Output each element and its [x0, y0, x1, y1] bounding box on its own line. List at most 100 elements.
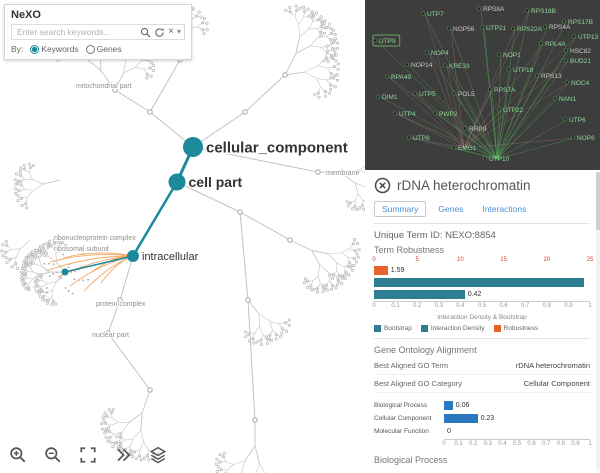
layers-button[interactable]	[146, 443, 170, 467]
gene-node-label[interactable]: UTP18	[513, 67, 534, 74]
clear-icon[interactable]: ×	[168, 26, 174, 37]
axis-tick: 1	[588, 441, 592, 447]
gene-node-label[interactable]: BUD21	[570, 58, 591, 65]
refresh-icon[interactable]	[154, 27, 165, 38]
fit-to-screen-icon	[80, 447, 96, 463]
gene-node-label[interactable]: RPS7A	[494, 87, 516, 94]
zoom-out-button[interactable]	[41, 443, 65, 467]
go-category-axis-label: Biological Process	[374, 402, 428, 409]
go-category-row: Best Aligned GO Category Cellular Compon…	[374, 375, 590, 393]
tree-main-node-label[interactable]: cell part	[187, 172, 244, 191]
gene-node-label[interactable]: UTP4	[399, 111, 416, 118]
gene-node-label[interactable]: UTP9	[379, 38, 396, 45]
gene-node-label[interactable]: RPS13	[541, 73, 562, 80]
go-score-bar	[444, 414, 478, 423]
bar-value: 1.59	[390, 266, 405, 274]
gene-node-label[interactable]: RPS17B	[568, 19, 593, 26]
ontology-tree-canvas[interactable]: mitochondrial partmembraneribonucleoprot…	[0, 0, 365, 473]
tree-node-label: nuclear part	[92, 332, 129, 339]
gene-node-label[interactable]: UTP5	[419, 91, 436, 98]
axis-tick: 0.2	[413, 303, 422, 309]
search-icon[interactable]	[140, 27, 151, 38]
gene-node-label[interactable]: RPL4A	[545, 41, 566, 48]
gene-node-label[interactable]: RRP9	[469, 126, 487, 133]
gene-node-label[interactable]: UTP10	[489, 156, 510, 163]
gene-network-panel[interactable]: UTP7 RPS8A RPS18B RPS17B NOP56 UTP21 RPS22A RPS…	[365, 0, 600, 170]
radio-genes[interactable]: Genes	[85, 44, 122, 54]
tree-main-node-label[interactable]: cellular_component	[205, 138, 350, 158]
axis-tick: 0.3	[434, 303, 443, 309]
gene-node-label[interactable]: POL5	[458, 91, 475, 98]
keywords-radio[interactable]	[30, 44, 40, 54]
gene-node-label[interactable]: UTP13	[578, 34, 599, 41]
double-chevron-icon	[117, 448, 131, 462]
bar-value: 0.42	[467, 290, 482, 298]
axis-tick: 0.1	[454, 441, 463, 447]
search-mode-row: By: Keywords Genes	[11, 44, 185, 54]
dropdown-caret-icon[interactable]: ▾	[176, 27, 181, 36]
legend-label: Bootstrap	[384, 325, 412, 332]
gene-node-label[interactable]: PWP2	[439, 111, 458, 118]
gene-node-label[interactable]: KRE33	[449, 63, 470, 70]
search-box[interactable]: × ▾	[11, 24, 185, 40]
go-term-value: rDNA heterochromatin	[515, 361, 590, 370]
gene-node-label[interactable]: NOP6	[577, 135, 595, 142]
tab-interactions[interactable]: Interactions	[482, 204, 527, 214]
gene-node-label[interactable]: UTP7	[427, 11, 444, 18]
axis-tick: 0	[372, 303, 376, 309]
search-input[interactable]	[15, 26, 138, 38]
gene-node-label[interactable]: RPA49	[391, 74, 411, 81]
gene-node-label[interactable]: UTP8	[413, 135, 430, 142]
gene-node-label[interactable]: NOP4	[431, 50, 449, 57]
go-category-axis-label: Molecular Function	[374, 428, 429, 435]
tree-main-node-label[interactable]: intracellular	[141, 249, 201, 264]
genes-label: Genes	[96, 44, 122, 54]
tab-genes[interactable]: Genes	[438, 204, 464, 214]
close-button[interactable]	[374, 177, 391, 194]
go-score-value: 0.23	[480, 415, 495, 422]
axis-tick: 0.4	[456, 303, 465, 309]
keywords-label: Keywords	[41, 44, 79, 54]
gene-node-label[interactable]: RPS22A	[517, 26, 543, 33]
axis-tick: 1	[588, 303, 592, 309]
gene-node-label[interactable]: RPS8A	[483, 6, 505, 13]
fit-to-screen-button[interactable]	[76, 443, 100, 467]
go-category-label: Best Aligned GO Category	[374, 379, 462, 388]
details-tabs: Summary Genes Interactions	[374, 201, 590, 217]
view-toolbar	[6, 443, 170, 467]
gene-node-label[interactable]: NOP1	[503, 52, 521, 59]
gene-network-canvas[interactable]: UTP7 RPS8A RPS18B RPS17B NOP56 UTP21 RPS22A RPS…	[365, 0, 600, 170]
tab-summary[interactable]: Summary	[374, 201, 427, 217]
gene-node-label[interactable]: UTP21	[486, 25, 507, 32]
layers-icon	[149, 446, 167, 464]
axis-tick: 0.8	[542, 303, 551, 309]
tree-node-label: membrane	[326, 170, 360, 177]
axis-tick: 0.8	[556, 441, 565, 447]
axis-tick: 5	[415, 257, 419, 263]
gene-node-label[interactable]: HSC82	[570, 48, 591, 55]
gene-node-label[interactable]: UTP6	[569, 117, 586, 124]
gene-node-label[interactable]: NOP14	[411, 62, 433, 69]
bar-robustness	[374, 265, 388, 275]
gene-node-label[interactable]: DIM1	[382, 94, 398, 101]
zoom-in-button[interactable]	[6, 443, 30, 467]
gene-node-label[interactable]: EMG1	[458, 145, 477, 152]
gene-node-label[interactable]: UTP22	[503, 107, 524, 114]
collapse-tree-button[interactable]	[111, 443, 135, 467]
go-category-value: Cellular Component	[523, 379, 590, 388]
go-score-value: 0.06	[455, 402, 470, 409]
gene-node-label[interactable]: NAN1	[559, 96, 577, 103]
gene-node-label[interactable]: NOP56	[453, 26, 475, 33]
radio-keywords[interactable]: Keywords	[30, 44, 79, 54]
search-panel: NeXO × ▾ By: Keywords Genes	[4, 4, 192, 60]
gene-node-label[interactable]: RPS4A	[549, 24, 571, 31]
genes-radio[interactable]	[85, 44, 95, 54]
gene-node-label[interactable]: NOC4	[571, 80, 589, 87]
gene-node-label[interactable]: RPS18B	[531, 8, 556, 15]
details-scrollbar[interactable]	[596, 172, 600, 471]
legend-swatch	[420, 325, 428, 332]
